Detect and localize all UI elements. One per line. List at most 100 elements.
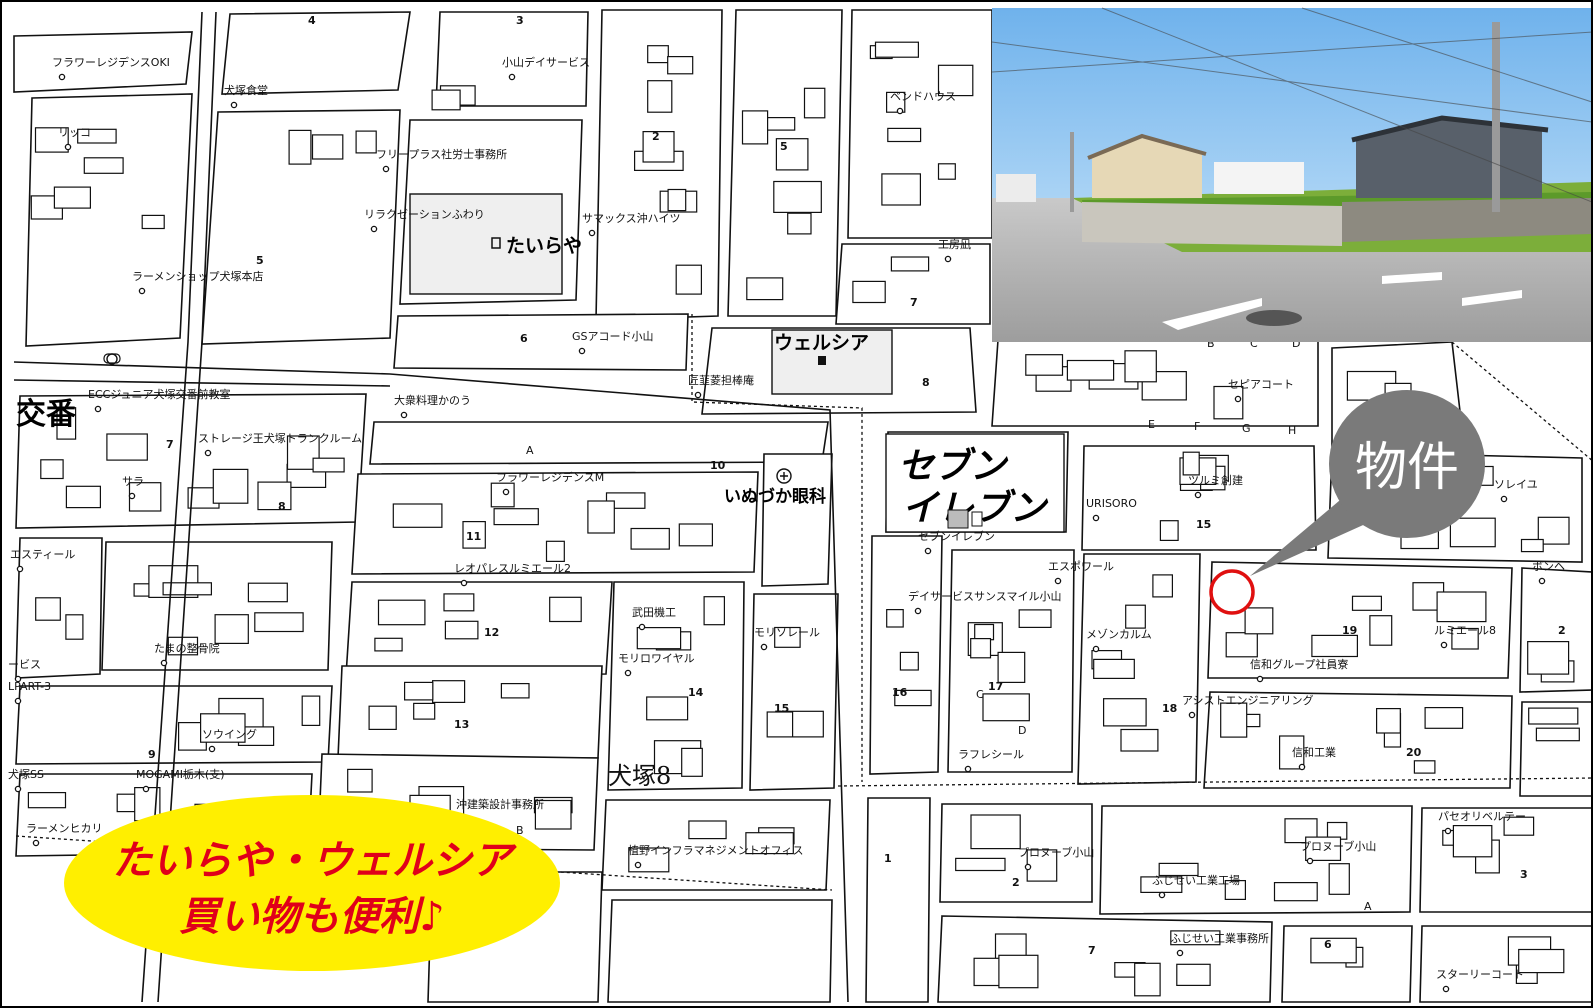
building — [1535, 727, 1580, 742]
place-label: スターリーコート — [1436, 968, 1524, 981]
block-number: 6 — [1324, 938, 1332, 951]
building — [1018, 609, 1052, 629]
place-label: 大衆料理かのう — [394, 393, 471, 407]
place-label: ECCジュニア犬塚交番前教室 — [88, 387, 231, 401]
place-label: セブンイレブン — [918, 529, 995, 543]
building — [1224, 879, 1247, 900]
building — [1225, 632, 1258, 658]
place-label: ービス — [8, 658, 41, 671]
poi-dot — [634, 861, 642, 869]
place-label: 犬塚SS — [8, 767, 44, 781]
block-number: 15 — [774, 702, 789, 715]
inuzuka-8-label: 犬塚8 — [608, 762, 671, 790]
place-label: ルミエール8 — [1434, 624, 1496, 637]
building — [1273, 881, 1318, 902]
building — [775, 138, 809, 171]
building — [688, 820, 727, 840]
building — [890, 256, 930, 272]
place-label: プロヌーブ小山 — [1018, 845, 1094, 859]
building — [667, 55, 694, 75]
property-circle — [1209, 569, 1255, 615]
place-label: ベンドハウス — [890, 90, 956, 103]
building — [894, 689, 932, 707]
block-number: 13 — [454, 718, 469, 731]
building — [642, 131, 675, 163]
street-photo-inset — [991, 7, 1591, 342]
building — [311, 134, 344, 160]
building — [937, 163, 956, 180]
building — [647, 80, 673, 113]
building — [40, 459, 64, 480]
place-label: リッコ — [58, 126, 91, 139]
poi-dot — [16, 565, 24, 573]
sub-letter: C — [976, 688, 984, 701]
poi-dot — [914, 607, 922, 615]
building — [982, 693, 1030, 722]
place-label: LPART-3 — [8, 680, 51, 693]
poi-dot — [1500, 495, 1508, 503]
poi-dot — [1298, 763, 1306, 771]
block-number: 17 — [988, 680, 1003, 693]
building — [998, 954, 1039, 989]
building — [254, 612, 304, 633]
building — [1134, 962, 1161, 997]
place-label: 沖建築設計事務所 — [456, 797, 544, 811]
block-number: 2 — [1012, 876, 1020, 889]
building — [885, 91, 906, 113]
building — [886, 608, 904, 628]
building — [1026, 849, 1058, 882]
building — [766, 711, 794, 738]
poi-dot — [1256, 675, 1264, 683]
poi-dot — [1194, 491, 1202, 499]
block-number: 2 — [652, 130, 660, 143]
block-number: 5 — [256, 254, 264, 267]
block-number: 1 — [884, 852, 892, 865]
building — [974, 623, 995, 641]
building — [312, 457, 345, 473]
building — [404, 681, 434, 701]
place-label: ふじせい工業事務所 — [1170, 931, 1269, 945]
poi-dot — [400, 411, 408, 419]
eye-clinic-label: いぬづか眼科 — [724, 468, 826, 507]
poi-dot — [14, 785, 22, 793]
place-label: たまの整骨院 — [154, 641, 220, 655]
building — [1176, 963, 1211, 986]
building — [77, 128, 117, 144]
block-number: 7 — [1088, 944, 1096, 957]
poi-dot — [1092, 645, 1100, 653]
place-label: 植野インフラマネジメントオフィス — [628, 843, 803, 857]
building — [1066, 359, 1115, 381]
place-label: 匠韮菱担棒庵 — [688, 373, 754, 387]
place-label: エスティール — [10, 548, 75, 561]
place-label: レオパレスルミエール2 — [454, 562, 571, 575]
poi-dot — [94, 405, 102, 413]
poi-dot — [944, 255, 952, 263]
building — [803, 87, 826, 119]
building — [1518, 948, 1565, 974]
building — [1182, 451, 1200, 476]
sub-letter: B — [1207, 337, 1215, 350]
place-label: フリープラス社労士事務所 — [376, 147, 507, 161]
place-label: GSアコード小山 — [572, 330, 654, 343]
building — [1413, 760, 1436, 774]
sub-letter: B — [516, 824, 524, 837]
building — [1436, 591, 1487, 623]
place-label: 武田機工 — [632, 605, 676, 619]
building — [347, 768, 373, 793]
building — [1159, 520, 1179, 542]
building — [1125, 604, 1146, 629]
building — [1124, 350, 1157, 383]
sub-letter: G — [1242, 422, 1251, 435]
building — [1305, 836, 1342, 861]
place-label: URISORO — [1086, 497, 1137, 510]
poi-dot — [128, 492, 136, 500]
building — [675, 264, 703, 295]
building — [431, 89, 461, 111]
building — [746, 277, 784, 301]
building — [1152, 574, 1174, 598]
poi-dot — [138, 287, 146, 295]
promo-ellipse — [64, 795, 560, 971]
block-number: 7 — [166, 438, 174, 451]
